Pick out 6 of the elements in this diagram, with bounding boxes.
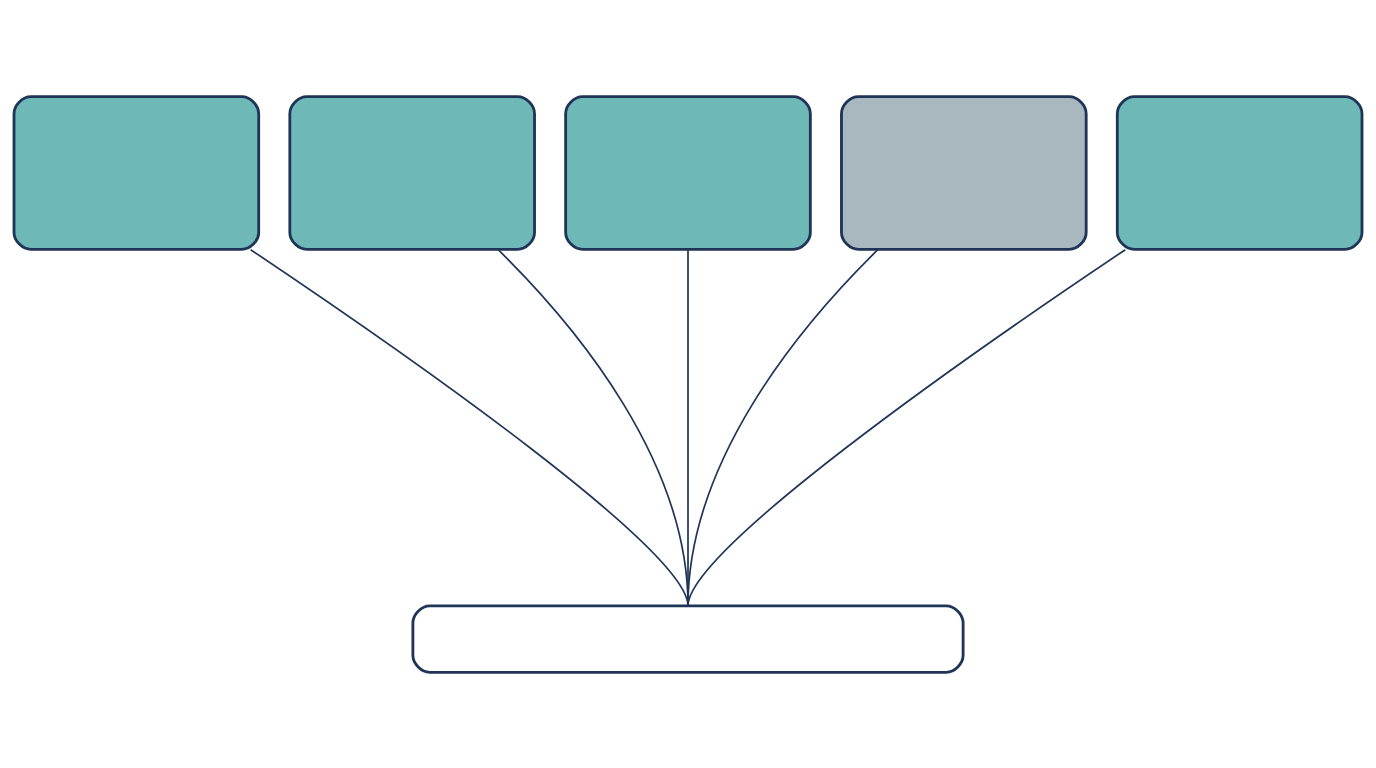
- node-box: [564, 94, 812, 251]
- node-box: [12, 94, 261, 251]
- node-bar: [411, 603, 965, 674]
- node-box: [1115, 94, 1364, 251]
- node-box: [288, 94, 536, 251]
- node-box: [840, 94, 1088, 251]
